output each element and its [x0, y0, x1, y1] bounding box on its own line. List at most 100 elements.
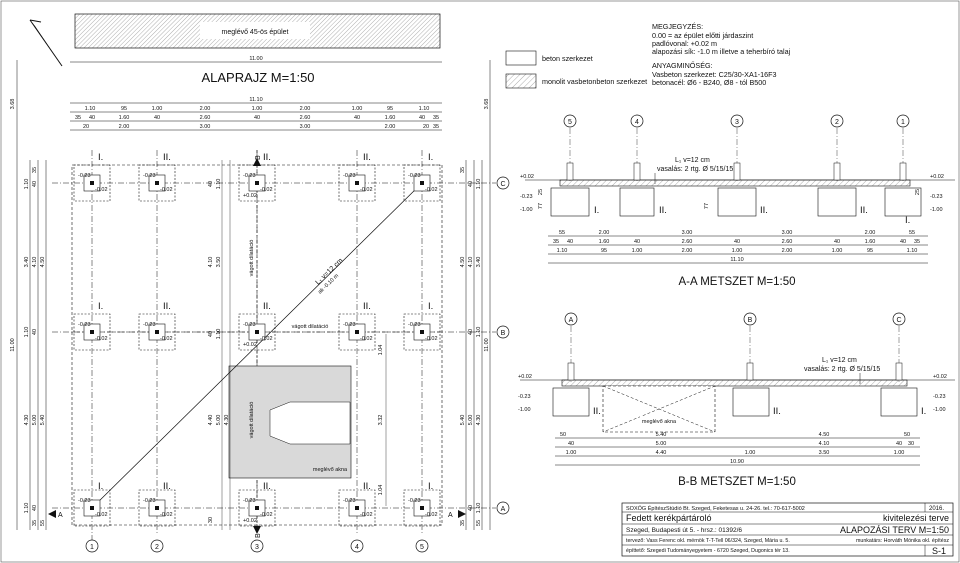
svg-text:35: 35 [460, 167, 466, 173]
svg-text:1.00: 1.00 [152, 106, 163, 112]
svg-text:77: 77 [704, 203, 710, 209]
pier-level-label: +0.02 [243, 518, 257, 524]
title-block: SOXÖG ÉpítészStúdió Bt. Szeged, Feketesa… [621, 502, 954, 557]
column-post [90, 181, 94, 185]
svg-text:1.60: 1.60 [119, 115, 130, 121]
svg-text:I.: I. [98, 481, 103, 492]
tb-client: építtető: Szegedi Tudományegyetem - 6720… [626, 548, 790, 554]
svg-text:5.00: 5.00 [216, 415, 222, 426]
svg-text:2.60: 2.60 [300, 115, 311, 121]
dim-top-2: 11.10 [249, 97, 262, 103]
svg-text:40: 40 [568, 441, 574, 447]
svg-text:4.30: 4.30 [224, 415, 230, 426]
svg-text:35: 35 [75, 115, 81, 121]
pier-footing: -0.23-0.02 [138, 489, 176, 527]
dim-row-4: 35 40 1.60 40 2.60 40 2.60 40 1.60 40 35 [75, 115, 439, 121]
svg-text:5.40: 5.40 [40, 415, 46, 426]
column-post [90, 330, 94, 334]
svg-text:1.10: 1.10 [907, 248, 918, 254]
svg-text:meglévő akna: meglévő akna [642, 419, 677, 425]
dim-row-3: 1.10 95 1.00 2.00 1.00 2.00 1.00 95 1.10 [85, 106, 430, 112]
svg-text:40: 40 [834, 239, 840, 245]
column-post [255, 181, 259, 185]
svg-text:1: 1 [901, 119, 905, 126]
svg-text:2.00: 2.00 [119, 124, 130, 130]
dilatation-label-v2: vágott dilatáció [249, 402, 255, 439]
svg-text:2: 2 [835, 119, 839, 126]
tb-project: Fedett kerékpártároló [626, 513, 712, 523]
svg-text:1.00: 1.00 [352, 106, 363, 112]
svg-text:3.50: 3.50 [819, 450, 830, 456]
svg-text:11.00: 11.00 [484, 338, 490, 351]
plan-left-dimensions [16, 60, 47, 530]
svg-text:II.: II. [363, 152, 371, 163]
dim-332: 3.32 [378, 415, 384, 426]
svg-text:II.: II. [163, 481, 171, 492]
svg-text:4: 4 [635, 119, 639, 126]
legend-item-vasbeton: monolit vasbetonbeton szerkezet [542, 77, 647, 86]
svg-text:II.: II. [363, 481, 371, 492]
svg-text:1.10: 1.10 [85, 106, 96, 112]
right-dim-text: 1.10 35 40 3.40 4.10 4.50 40 1.10 11.00 … [460, 99, 490, 526]
svg-text:3.00: 3.00 [200, 124, 211, 130]
pier-footing: -0.23-0.02 [338, 164, 376, 202]
column-post [155, 181, 159, 185]
svg-text:II.: II. [263, 152, 271, 163]
svg-text:4.40: 4.40 [656, 450, 667, 456]
svg-text:40: 40 [32, 329, 38, 335]
north-arrow-icon [29, 19, 63, 67]
svg-text:40: 40 [154, 115, 160, 121]
svg-text:1.10: 1.10 [24, 503, 30, 514]
svg-text:4.50: 4.50 [460, 257, 466, 268]
svg-text:II.: II. [163, 301, 171, 312]
tb-company: SOXÖG ÉpítészStúdió Bt. Szeged, Feketesa… [626, 505, 805, 512]
pier-level-label: -0.23 [408, 498, 421, 504]
svg-text:I.: I. [428, 301, 433, 312]
svg-text:1.10: 1.10 [24, 179, 30, 190]
svg-text:4: 4 [355, 544, 359, 551]
bb-slab-label: L₁ v=12 cm [822, 357, 857, 364]
svg-text:4.10: 4.10 [468, 257, 474, 268]
section-aa-title: A-A METSZET M=1:50 [678, 276, 795, 288]
svg-text:40: 40 [468, 181, 474, 187]
bb-manhole: meglévő akna [602, 385, 716, 433]
svg-text:4.10: 4.10 [208, 257, 214, 268]
svg-text:35: 35 [433, 115, 439, 121]
pier-level-label: -0.23 [343, 322, 356, 328]
existing-building: meglévő 45-ös épület [74, 13, 441, 49]
column-labels-row-a: I. II. II. II. I. [98, 481, 433, 492]
svg-text:2.00: 2.00 [385, 124, 396, 130]
pier-footing: -0.23-0.02 [138, 164, 176, 202]
pier-footing: -0.23-0.02 [338, 489, 376, 527]
pier-level-label: -0.02 [360, 336, 373, 342]
svg-text:B: B [255, 533, 262, 538]
manhole-label: meglévő akna [313, 467, 348, 473]
pier-footing: -0.23-0.02 [403, 489, 441, 527]
svg-text:-0.23: -0.23 [930, 194, 943, 200]
svg-text:20: 20 [83, 124, 89, 130]
svg-text:4.50: 4.50 [40, 257, 46, 268]
dim-104b: 1.04 [378, 485, 384, 496]
svg-text:2.00: 2.00 [782, 248, 793, 254]
pier-level-label: -0.23 [408, 322, 421, 328]
svg-text:3.00: 3.00 [682, 230, 693, 236]
svg-text:1.00: 1.00 [632, 248, 643, 254]
tb-year: 2016. [929, 506, 944, 512]
pier-footing: -0.23-0.02 [403, 164, 441, 202]
section-marker-b-bottom: B [253, 526, 262, 538]
svg-text:II.: II. [593, 406, 601, 417]
svg-text:95: 95 [867, 248, 873, 254]
section-marker-a-right: A [448, 510, 466, 519]
svg-text:+0.02: +0.02 [933, 374, 947, 380]
column-post [420, 330, 424, 334]
svg-text:4.30: 4.30 [476, 415, 482, 426]
svg-text:1.60: 1.60 [865, 239, 876, 245]
svg-text:40: 40 [734, 239, 740, 245]
plan-title: ALAPRAJZ M=1:50 [201, 70, 314, 85]
svg-text:2.00: 2.00 [865, 230, 876, 236]
svg-text:3.50: 3.50 [216, 257, 222, 268]
pier-level-label: -0.02 [160, 187, 173, 193]
svg-text:1: 1 [90, 544, 94, 551]
svg-text:40: 40 [896, 441, 902, 447]
